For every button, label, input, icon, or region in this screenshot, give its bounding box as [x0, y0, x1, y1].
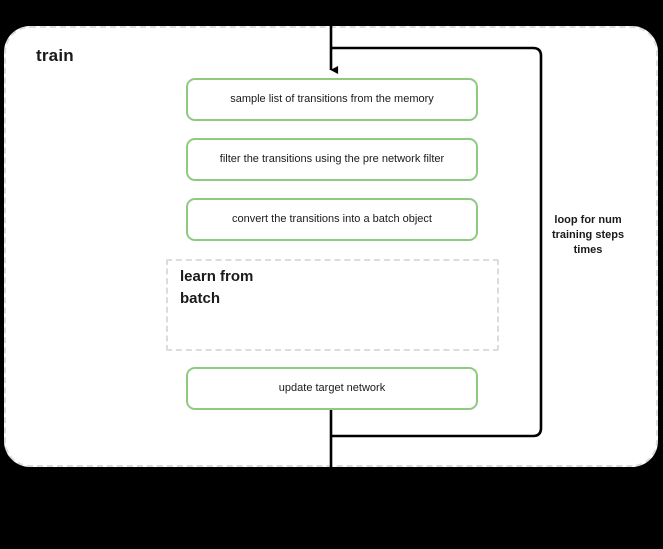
loop-annotation-label: loop for num training steps times	[540, 213, 636, 258]
learn-from-batch-title: learn from batch	[180, 268, 254, 307]
loop-annotation-text: loop for num training steps times	[551, 214, 625, 256]
step-node-filter-transitions[interactable]: filter the transitions using the pre net…	[186, 138, 478, 181]
train-title: train	[36, 46, 74, 65]
step-node-update-target-network[interactable]: update target network	[186, 367, 478, 410]
step-node-label: filter the transitions using the pre net…	[219, 152, 445, 165]
step-node-label: update target network	[278, 381, 386, 394]
step-node-label: convert the transitions into a batch obj…	[232, 212, 432, 225]
step-node-sample-transitions[interactable]: sample list of transitions from the memo…	[186, 78, 478, 121]
step-node-convert-to-batch[interactable]: convert the transitions into a batch obj…	[186, 198, 478, 241]
step-node-label: sample list of transitions from the memo…	[230, 92, 434, 105]
